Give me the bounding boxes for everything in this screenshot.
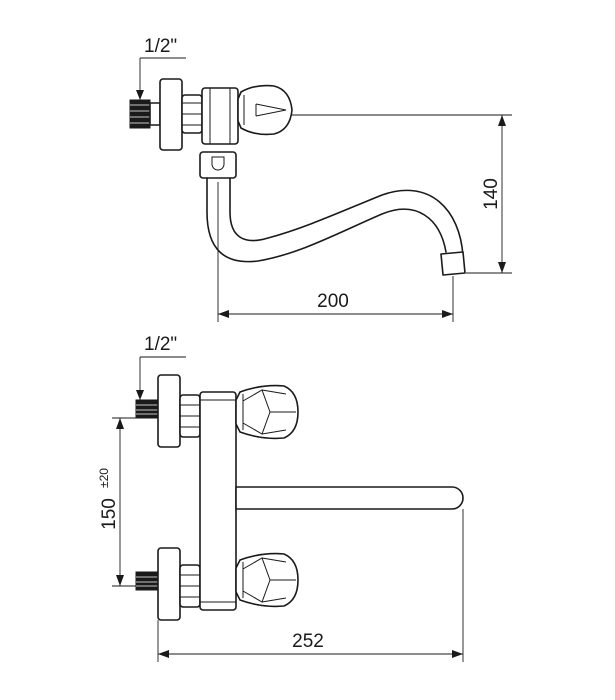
side-spout	[206, 177, 466, 276]
spacing-tolerance: ±20	[97, 468, 111, 488]
front-upper-inlet	[135, 374, 201, 448]
side-spout-swivel	[199, 151, 237, 179]
height-dimension: 140	[292, 114, 512, 274]
width-label: 252	[292, 631, 324, 652]
side-wall-flange	[149, 78, 183, 151]
front-thread-callout: 1/2"	[136, 334, 186, 400]
front-lower-inlet	[135, 547, 201, 621]
side-view: 140 200 1/2"	[129, 36, 512, 322]
side-thread-label: 1/2"	[144, 36, 177, 57]
side-handle	[237, 84, 293, 136]
side-valve-body	[201, 87, 239, 145]
side-thread-callout: 1/2"	[136, 36, 186, 100]
front-thread-label: 1/2"	[144, 334, 177, 355]
spacing-label: 150	[99, 498, 120, 530]
reach-label: 200	[317, 291, 349, 312]
front-spout	[235, 486, 464, 510]
side-coupling	[181, 94, 203, 134]
reach-dimension: 200	[217, 182, 454, 322]
front-lower-handle	[235, 552, 299, 608]
spacing-dimension: 150 ±20	[97, 417, 136, 587]
width-dimension: 252	[157, 509, 464, 662]
front-upper-handle	[235, 384, 299, 440]
side-threaded-inlet	[129, 99, 151, 129]
front-view: 150 ±20 252 1/2"	[97, 334, 464, 662]
front-mixer-body	[199, 391, 237, 611]
height-label: 140	[481, 178, 502, 210]
